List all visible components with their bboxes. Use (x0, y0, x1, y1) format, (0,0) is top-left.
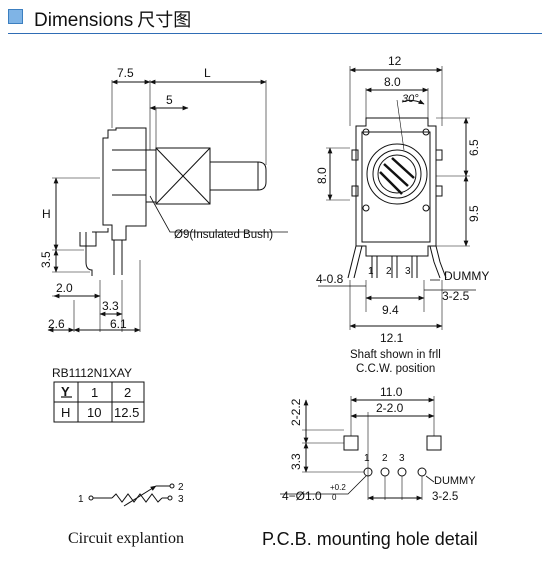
circuit-pin-3: 3 (178, 494, 184, 505)
table-cell-y1: 1 (91, 385, 98, 400)
dim-9-5: 9.5 (467, 205, 481, 222)
pcb-hole-tol-plus: +0.2 (330, 483, 346, 492)
h-table (53, 381, 145, 423)
dim-3-2-5: 3-2.5 (442, 289, 470, 303)
dim-7-5: 7.5 (117, 66, 134, 80)
pcb-dim-2-2-0: 2-2.0 (376, 401, 404, 415)
dim-12-1: 12.1 (380, 331, 404, 345)
dim-6-1: 6.1 (110, 317, 127, 331)
front-view-labels: 12 8.0 30° 8.0 6.5 9.5 4-0.8 9.4 12.1 3-… (315, 54, 489, 375)
h-table-text: RB1112N1XAY Y 1 2 H 10 12.5 (52, 366, 139, 420)
pin-label-2: 2 (386, 266, 392, 277)
front-caption-1: Shaft shown in frll (350, 349, 441, 361)
table-cell-y: Y (61, 384, 70, 399)
pcb-pin-3: 3 (399, 453, 405, 464)
pcb-detail (280, 396, 442, 501)
dim-3-3: 3.3 (102, 299, 119, 313)
pcb-pin-2: 2 (382, 453, 388, 464)
dim-3-5: 3.5 (39, 251, 53, 268)
dummy-label: DUMMY (444, 269, 489, 283)
title-text: Dimensions (34, 10, 134, 31)
header-square-icon (8, 9, 23, 24)
pcb-dim-11-0: 11.0 (380, 385, 403, 399)
table-cell-h1: 10 (87, 405, 101, 420)
pcb-dim-2-2-2: 2-2.2 (289, 398, 303, 426)
pcb-hole-tol-minus: 0 (332, 493, 337, 502)
pcb-dim-3-2-5: 3-2.5 (432, 491, 458, 503)
circuit-caption: Circuit explantion (68, 530, 184, 547)
side-view (47, 79, 288, 333)
dim-8-0-side: 8.0 (315, 167, 329, 184)
pcb-dim-3-3: 3.3 (289, 453, 303, 470)
dim-4-0-8: 4-0.8 (316, 272, 344, 286)
pcb-caption: P.C.B. mounting hole detail (262, 529, 478, 549)
circuit-pin-2: 2 (178, 482, 184, 493)
dim-6-5: 6.5 (467, 139, 481, 156)
pcb-text: 11.0 2-2.0 2-2.2 3.3 1 2 3 DUMMY 4−Ø1.0 … (262, 385, 478, 549)
bush-label: Ø9(Insulated Bush) (174, 229, 273, 241)
dim-12: 12 (388, 54, 402, 68)
front-caption-2: C.C.W. position (356, 363, 435, 375)
circuit-pin-1: 1 (78, 494, 84, 505)
dim-2-0: 2.0 (56, 281, 73, 295)
table-cell-y2: 2 (124, 385, 131, 400)
dim-H: H (42, 207, 51, 221)
pcb-pin-1: 1 (364, 453, 370, 464)
dim-8-0-top: 8.0 (384, 75, 401, 89)
side-view-labels: 7.5 L 5 H 3.5 2.0 3.3 2.6 6.1 Ø9(Insulat… (39, 66, 273, 331)
pcb-hole-label: 4−Ø1.0 (282, 489, 322, 503)
title-text-cn: 尺寸图 (137, 10, 192, 30)
header-rule (8, 33, 542, 34)
pin-label-3: 3 (405, 266, 411, 277)
dim-5: 5 (166, 93, 173, 107)
table-cell-h2: 12.5 (114, 405, 139, 420)
table-title: RB1112N1XAY (52, 366, 132, 380)
circuit-text: 1 2 3 Circuit explantion (68, 482, 184, 547)
circuit-symbol (88, 483, 175, 507)
front-view (318, 66, 476, 330)
table-cell-h: H (61, 405, 70, 420)
dim-9-4: 9.4 (382, 303, 399, 317)
dim-2-6: 2.6 (48, 317, 65, 331)
dim-L: L (204, 66, 211, 80)
pcb-dummy-label: DUMMY (434, 475, 476, 487)
pin-label-1: 1 (368, 266, 374, 277)
dim-30-deg: 30° (402, 93, 419, 105)
